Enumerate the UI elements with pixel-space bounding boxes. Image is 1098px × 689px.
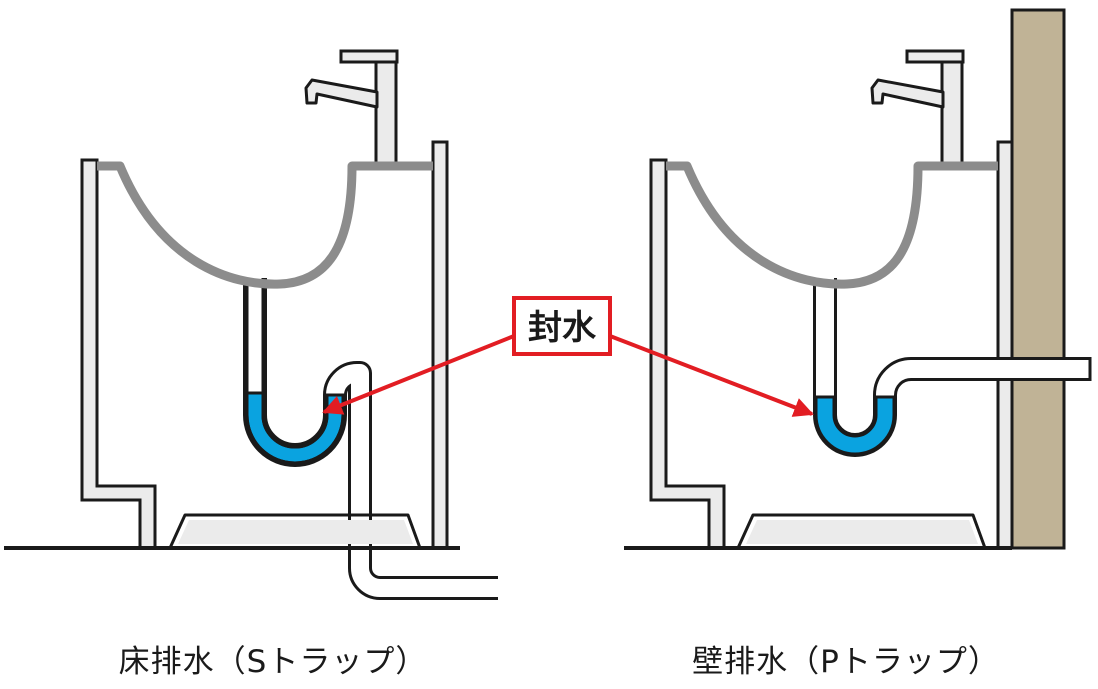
floor-mat-right [736, 513, 987, 549]
caption-wall-drain: 壁排水（Pトラップ） [692, 644, 1000, 680]
basin-bowl-right [666, 161, 998, 289]
wall [1010, 8, 1066, 550]
basin-bowl-left [97, 161, 433, 289]
callout-arrow-left [322, 334, 515, 415]
callout-arrow-right [609, 334, 814, 417]
cabinet-right-side [431, 140, 449, 550]
callout-label: 封水 [528, 308, 597, 348]
cabinet-right-side-right [996, 140, 1014, 550]
water-seal-callout: 封水 [322, 296, 814, 417]
faucet-right [870, 49, 965, 166]
floor-mat-left [168, 513, 422, 549]
p-trap-illustration [624, 8, 1092, 550]
water-seal-right [814, 395, 896, 456]
s-trap-illustration [4, 49, 498, 600]
callout-box [512, 296, 612, 356]
caption-floor-drain: 床排水（Sトラップ） [118, 644, 428, 680]
faucet-left [304, 49, 399, 166]
